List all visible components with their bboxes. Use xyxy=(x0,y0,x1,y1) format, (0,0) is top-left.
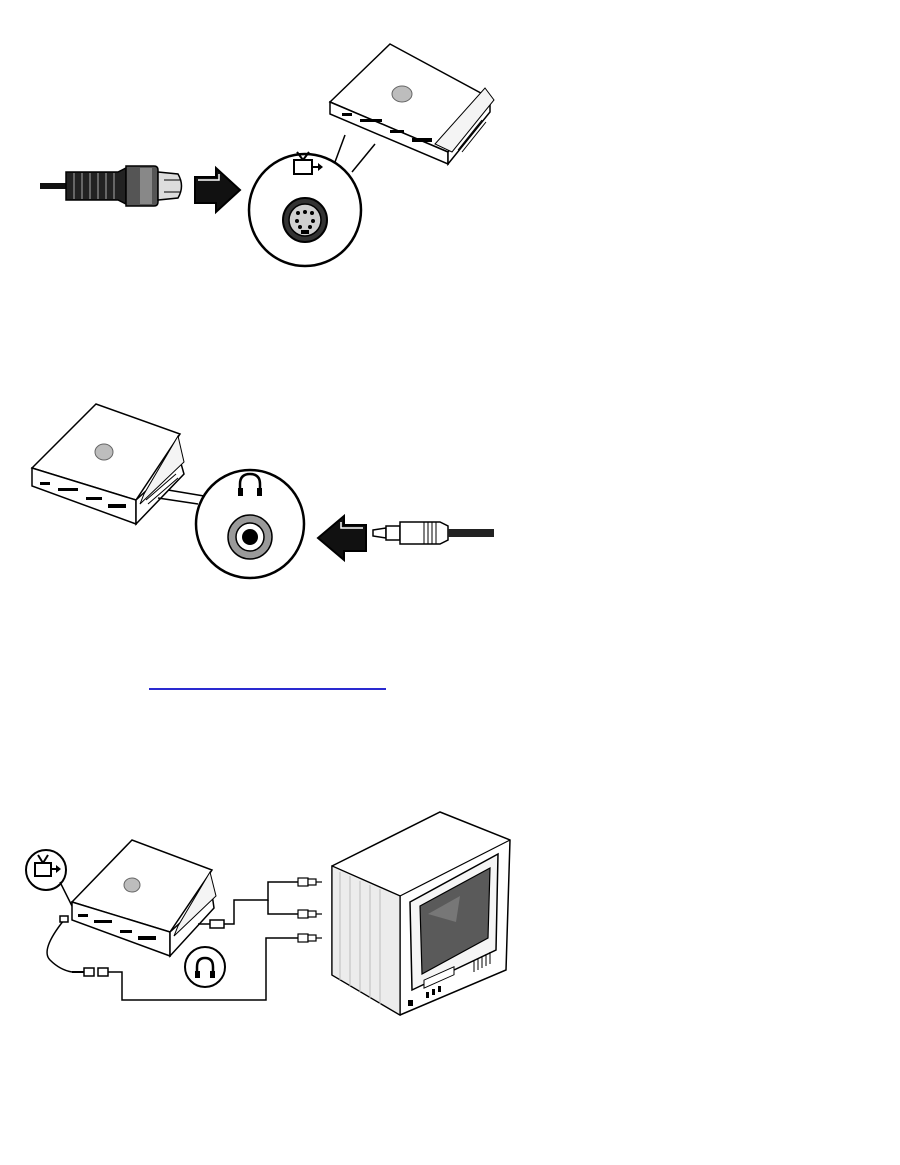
tv-connection-illustration xyxy=(25,811,511,1017)
laptop-illustration xyxy=(70,839,217,958)
laptop-illustration xyxy=(30,403,185,526)
s-video-connection-illustration xyxy=(40,43,495,268)
s-video-cable xyxy=(40,165,183,207)
audio-connection-illustration xyxy=(30,403,494,580)
s-video-cable xyxy=(46,915,298,1001)
figure-s-video-connection xyxy=(30,40,500,268)
headphone-icon xyxy=(195,956,215,978)
television xyxy=(331,811,511,1017)
arrow-left-icon xyxy=(316,513,367,563)
arrow-right-icon xyxy=(194,165,242,215)
tv-out-icon xyxy=(293,151,323,175)
rca-plugs xyxy=(297,877,322,943)
hyperlink-underline[interactable] xyxy=(149,688,386,690)
audio-port xyxy=(227,514,273,560)
laptop-illustration xyxy=(328,43,495,167)
audio-plug xyxy=(372,521,494,545)
figure-audio-connection xyxy=(28,400,498,582)
tv-out-icon xyxy=(34,854,61,877)
audio-cable xyxy=(198,881,298,929)
headphone-callout-circle xyxy=(184,946,226,988)
headphone-icon xyxy=(238,472,262,496)
s-video-port xyxy=(282,197,328,243)
figure-tv-connection xyxy=(20,810,515,1017)
